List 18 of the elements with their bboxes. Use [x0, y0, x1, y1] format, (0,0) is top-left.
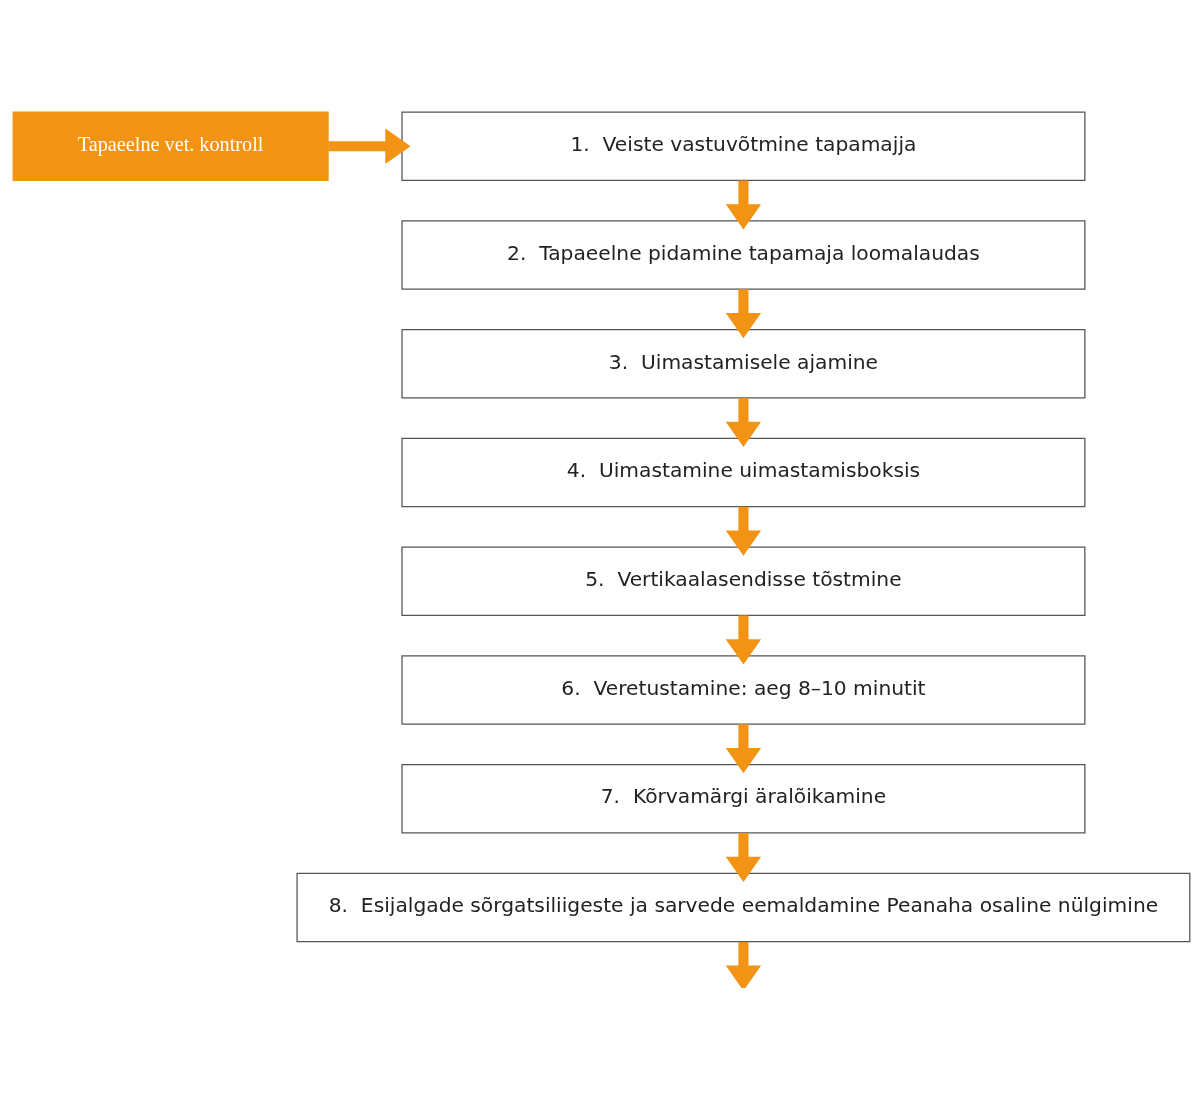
node-box: 1. Veiste vastuvõtmine tapamajja: [401, 111, 1086, 181]
node-box: 6. Veretustamine: aeg 8–10 minutit: [401, 655, 1086, 725]
node-box: Tapaeelne vet. kontroll: [12, 111, 329, 181]
node-box: 5. Vertikaalasendisse tõstmine: [401, 546, 1086, 616]
node-box: 3. Uimastamisele ajamine: [401, 328, 1086, 399]
arrow: [725, 941, 762, 988]
node-box: 2. Tapaeelne pidamine tapamaja loomalaudas: [401, 220, 1086, 290]
arrow: [725, 615, 762, 665]
arrow: [725, 289, 762, 339]
arrow: [725, 724, 762, 774]
arrow: [725, 506, 762, 556]
arrow: [725, 832, 762, 882]
node-box: 7. Kõrvamärgi äralõikamine: [401, 763, 1086, 834]
arrow: [725, 180, 762, 230]
node-box: 8. Esijalgade sõrgatsiliigeste ja sarvede eemaldamine Peanaha osaline nülgimine: [296, 872, 1191, 943]
arrow: [725, 398, 762, 447]
arrow: [328, 128, 411, 164]
node-box: 4. Uimastamine uimastamisboksis: [401, 437, 1086, 508]
